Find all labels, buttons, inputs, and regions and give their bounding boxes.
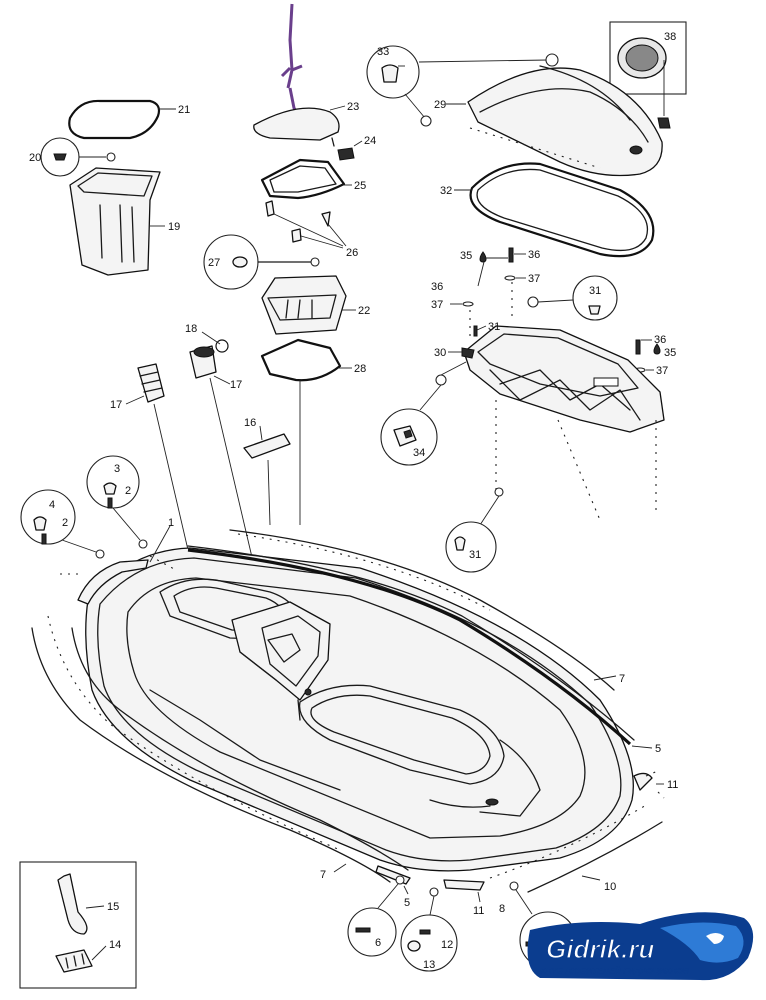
label-5-bottom: 5: [404, 897, 410, 909]
label-25: 25: [354, 180, 366, 192]
label-7-right: 7: [619, 673, 625, 685]
label-33: 33: [377, 46, 389, 58]
label-7-left: 7: [320, 869, 326, 881]
label-23: 23: [347, 101, 359, 113]
glove-box-group: [203, 3, 363, 525]
callout-circle-6: [347, 907, 397, 957]
label-6: 6: [375, 937, 381, 949]
label-38: 38: [664, 31, 676, 43]
deck-hull: [85, 547, 634, 872]
glove-box-gasket: [260, 338, 342, 382]
label-19: 19: [168, 221, 180, 233]
label-21: 21: [178, 104, 190, 116]
seat-recess: [298, 684, 505, 785]
storage-tray-group: [380, 247, 665, 573]
deck-outline: [85, 547, 634, 872]
label-36-top: 36: [528, 249, 540, 261]
label-37-right: 37: [656, 365, 668, 377]
label-2-lower: 2: [62, 517, 68, 529]
label-31-bottom: 31: [469, 549, 481, 561]
callout-circle-4-2: [20, 489, 76, 545]
label-30: 30: [434, 347, 446, 359]
deck-strips: [31, 525, 664, 903]
label-14: 14: [109, 939, 121, 951]
label-31-screw: 31: [488, 321, 500, 333]
watermark-brand: Gidrik.ru: [546, 934, 654, 964]
label-36-left: 36: [431, 281, 443, 293]
label-8: 8: [499, 903, 505, 915]
label-10: 10: [604, 881, 616, 893]
label-3: 3: [114, 463, 120, 475]
label-5-right: 5: [655, 743, 661, 755]
label-1: 1: [168, 517, 174, 529]
bin-gasket: [68, 99, 161, 140]
label-20: 20: [29, 152, 41, 164]
label-11-bottom: 11: [473, 905, 484, 917]
label-16: 16: [244, 417, 256, 429]
storage-bin-group: [40, 99, 176, 276]
connector-icon: [55, 949, 93, 973]
label-35-left: 35: [460, 250, 472, 262]
rub-rail-5: [187, 548, 632, 746]
label-32: 32: [440, 185, 452, 197]
inset-ties-box: [19, 861, 137, 989]
label-24: 24: [364, 135, 376, 147]
label-36-right: 36: [654, 334, 666, 346]
storage-tray: [463, 325, 665, 433]
cable-tie-icon: [57, 873, 88, 935]
antenna-wire: [280, 3, 303, 119]
label-18: 18: [185, 323, 197, 335]
seat-cover: [467, 67, 663, 177]
label-26: 26: [346, 247, 358, 259]
vent-fittings: [125, 331, 291, 601]
label-12: 12: [441, 939, 453, 951]
seat-gasket: [469, 162, 655, 258]
label-15: 15: [107, 901, 119, 913]
label-37-top: 37: [528, 273, 540, 285]
glove-box-lid: [253, 107, 340, 141]
label-34: 34: [413, 447, 425, 459]
label-11-right: 11: [667, 779, 678, 791]
bracket-16: [243, 433, 291, 459]
label-4: 4: [49, 499, 55, 511]
label-13: 13: [423, 959, 435, 971]
gidrik-watermark: [527, 912, 754, 981]
label-28: 28: [354, 363, 366, 375]
trim-strip-10: [527, 821, 663, 893]
label-27: 27: [208, 257, 220, 269]
label-2-upper: 2: [125, 485, 131, 497]
fitting-17-lower: [137, 363, 165, 403]
trim-strip-7: [229, 529, 615, 691]
label-17-left: 17: [110, 399, 122, 411]
label-37-left: 37: [431, 299, 443, 311]
trim-strip-7-left: [31, 627, 391, 883]
callout-circle-31-right: [572, 275, 618, 321]
label-31-right: 31: [589, 285, 601, 297]
callout-circle-12-13: [400, 914, 458, 972]
storage-bin: [69, 167, 161, 276]
label-22: 22: [358, 305, 370, 317]
callout-circle-31-bottom: [445, 521, 497, 573]
label-35-right: 35: [664, 347, 676, 359]
label-29: 29: [434, 99, 446, 111]
front-fasteners: [20, 455, 177, 575]
watermark-tagline: КЛУБ ЛЮБИТЕЛЕЙ ГИДРОЦИКЛОВ: [540, 965, 689, 976]
seat-group: [366, 21, 687, 258]
part-labels: 1 2 2 3 4 5 5 6 7 7 8 10 11 11 12 13 14 …: [29, 31, 678, 971]
callout-circle-3-2: [86, 455, 140, 509]
label-17-right: 17: [230, 379, 242, 391]
front-bumper-1: [77, 559, 149, 605]
glove-box-frame: [260, 158, 346, 200]
